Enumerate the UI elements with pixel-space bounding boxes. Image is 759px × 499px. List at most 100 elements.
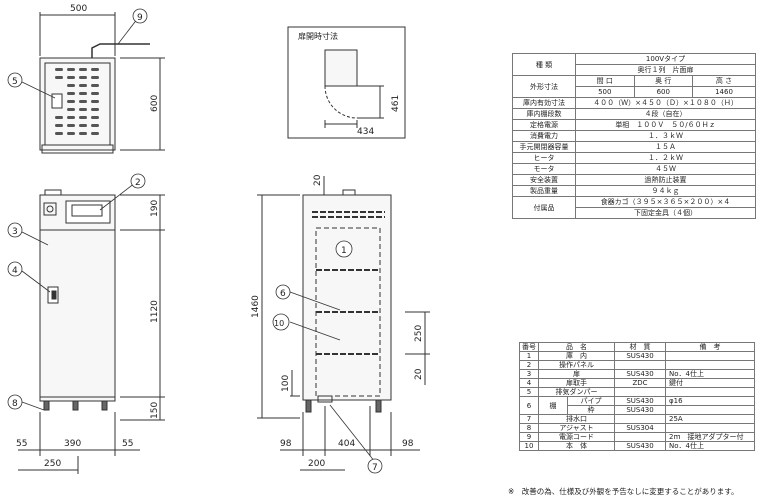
spec-outer-dim-label: 外形寸法 (512, 75, 576, 98)
spec-row: ヒータ １．２ｋＷ (512, 152, 756, 164)
parts-no: 8 (519, 423, 539, 433)
parts-remarks (665, 351, 755, 361)
parts-name: 扉 (537, 369, 616, 379)
parts-row: 6 棚 パイプ SUS430 φ16 (519, 396, 755, 415)
spec-row-label: 安全装置 (512, 174, 576, 186)
side-bottom-dim: 20 (414, 368, 424, 380)
parts-remarks: φ16 (665, 396, 755, 406)
spec-row-label: ヒータ (512, 152, 576, 164)
parts-material (614, 387, 667, 397)
parts-row: 7 排水口 25A (519, 414, 755, 424)
parts-name: 電源コード (537, 432, 616, 442)
side-drain-dim: 200 (308, 459, 325, 469)
callout-10: 10 (274, 319, 284, 328)
parts-no: 10 (519, 441, 539, 451)
spec-row-value: ４５Ｗ (575, 163, 756, 175)
callout-circles (7, 8, 383, 474)
side-inner-depth-dim: 404 (338, 439, 355, 449)
front-left-margin-dim: 55 (16, 439, 27, 449)
front-foot-offset-dim: 250 (44, 459, 61, 469)
parts-name: 排水口 (537, 414, 616, 424)
front-view (18, 189, 165, 474)
parts-remarks (665, 423, 755, 433)
spec-row-value: ４段（自在） (575, 108, 756, 120)
parts-name: 庫 内 (537, 351, 616, 361)
parts-name: 操作パネル (537, 360, 616, 370)
spec-val-width: 500 (575, 86, 635, 98)
callout-1: 1 (341, 246, 347, 256)
spec-row-label: 製品重量 (512, 185, 576, 197)
parts-material: SUS304 (614, 423, 667, 433)
parts-row: 9 電源コード 2ｍ 接地アダプター付 (519, 432, 755, 442)
spec-row-value: 単相 １００Ｖ ５０/６０Ｈｚ (575, 119, 756, 131)
parts-material (614, 414, 667, 424)
parts-no: 6 (519, 396, 539, 415)
spec-row: 安全装置 過熱防止装置 (512, 174, 756, 186)
callout-leaders (21, 17, 376, 463)
parts-row: 4 扉取手 ZDC 鍵付 (519, 378, 755, 388)
parts-row: 10 本 体 SUS430 No．4仕上 (519, 441, 755, 451)
parts-sub: パイプ (566, 396, 616, 406)
parts-name: 扉取手 (537, 378, 616, 388)
spec-col-height: 高 さ (692, 75, 756, 87)
spec-row: 手元開閉器容量 １５Ａ (512, 141, 756, 153)
side-shelf-dim: 250 (414, 325, 424, 342)
side-right-off-dim: 98 (402, 439, 414, 449)
parts-sub: 枠 (566, 405, 616, 415)
spec-row-value: １．３ｋＷ (575, 130, 756, 142)
parts-table: 番号 品 名 材 質 備 考 1 庫 内 SUS430 2 操作パネル 3 扉 … (519, 342, 755, 451)
parts-material (614, 432, 667, 442)
parts-no: 5 (519, 387, 539, 397)
parts-no: 4 (519, 378, 539, 388)
parts-material: SUS430 (614, 441, 667, 451)
parts-header-remarks: 備 考 (665, 342, 755, 352)
parts-name: アジャスト (537, 423, 616, 433)
spec-row-label: 定格電源 (512, 119, 576, 131)
parts-remarks (665, 360, 755, 370)
callout-2: 2 (135, 178, 141, 188)
spec-row-value: １．２ｋＷ (575, 152, 756, 164)
callout-7: 7 (372, 463, 378, 473)
parts-material: ZDC (614, 378, 667, 388)
parts-remarks (665, 405, 755, 415)
side-top-dim: 20 (313, 174, 323, 186)
door-open-box (287, 26, 406, 139)
top-view-vents (55, 68, 99, 135)
spec-row-value: 過熱防止装置 (575, 174, 756, 186)
top-width-dim: 500 (70, 4, 87, 14)
spec-type-line2: 奥行１列 片面扉 (575, 64, 756, 76)
spec-accessory-line1: 食器カゴ（３９５×３６５×２００）×４ (575, 196, 756, 208)
spec-row-label: モータ (512, 163, 576, 175)
front-bottom-dim: 150 (150, 402, 160, 419)
parts-row: 3 扉 SUS430 No．4仕上 (519, 369, 755, 379)
parts-remarks: No．4仕上 (665, 369, 755, 379)
parts-no: 9 (519, 432, 539, 442)
callout-3: 3 (12, 227, 18, 237)
callout-9: 9 (137, 13, 143, 23)
side-height-dim: 1460 (251, 295, 261, 318)
door-open-depth-dim: 461 (391, 95, 401, 112)
callout-6: 6 (280, 289, 286, 299)
parts-header-no: 番号 (519, 342, 539, 352)
parts-remarks: 鍵付 (665, 378, 755, 388)
callout-4: 4 (12, 266, 18, 276)
spec-row: 定格電源 単相 １００Ｖ ５０/６０Ｈｚ (512, 119, 756, 131)
spec-col-depth: 奥 行 (633, 75, 694, 87)
spec-accessory-label: 付属品 (512, 196, 576, 219)
side-left-off-dim: 98 (280, 439, 292, 449)
parts-remarks: 2ｍ 接地アダプター付 (665, 432, 755, 442)
footnote: ※ 改善の為、仕様及び外観を予告なしに変更することがあります。 (508, 487, 739, 496)
top-view (39, 12, 165, 154)
parts-row: 1 庫 内 SUS430 (519, 351, 755, 361)
spec-row-label: 庫内有効寸法 (512, 97, 576, 109)
spec-row-value: ４００（Ｗ）×４５０（Ｄ）×１０８０（Ｈ） (575, 97, 756, 109)
parts-material: SUS430 (614, 396, 667, 406)
parts-remarks (665, 387, 755, 397)
door-open-width-dim: 434 (357, 127, 374, 137)
parts-name: 排気ダンパー (537, 387, 616, 397)
spec-val-depth: 600 (633, 86, 694, 98)
spec-row: 消費電力 １．３ｋＷ (512, 130, 756, 142)
side-view (257, 176, 430, 471)
spec-accessory-line2: 下固定金具（４個） (575, 207, 756, 219)
